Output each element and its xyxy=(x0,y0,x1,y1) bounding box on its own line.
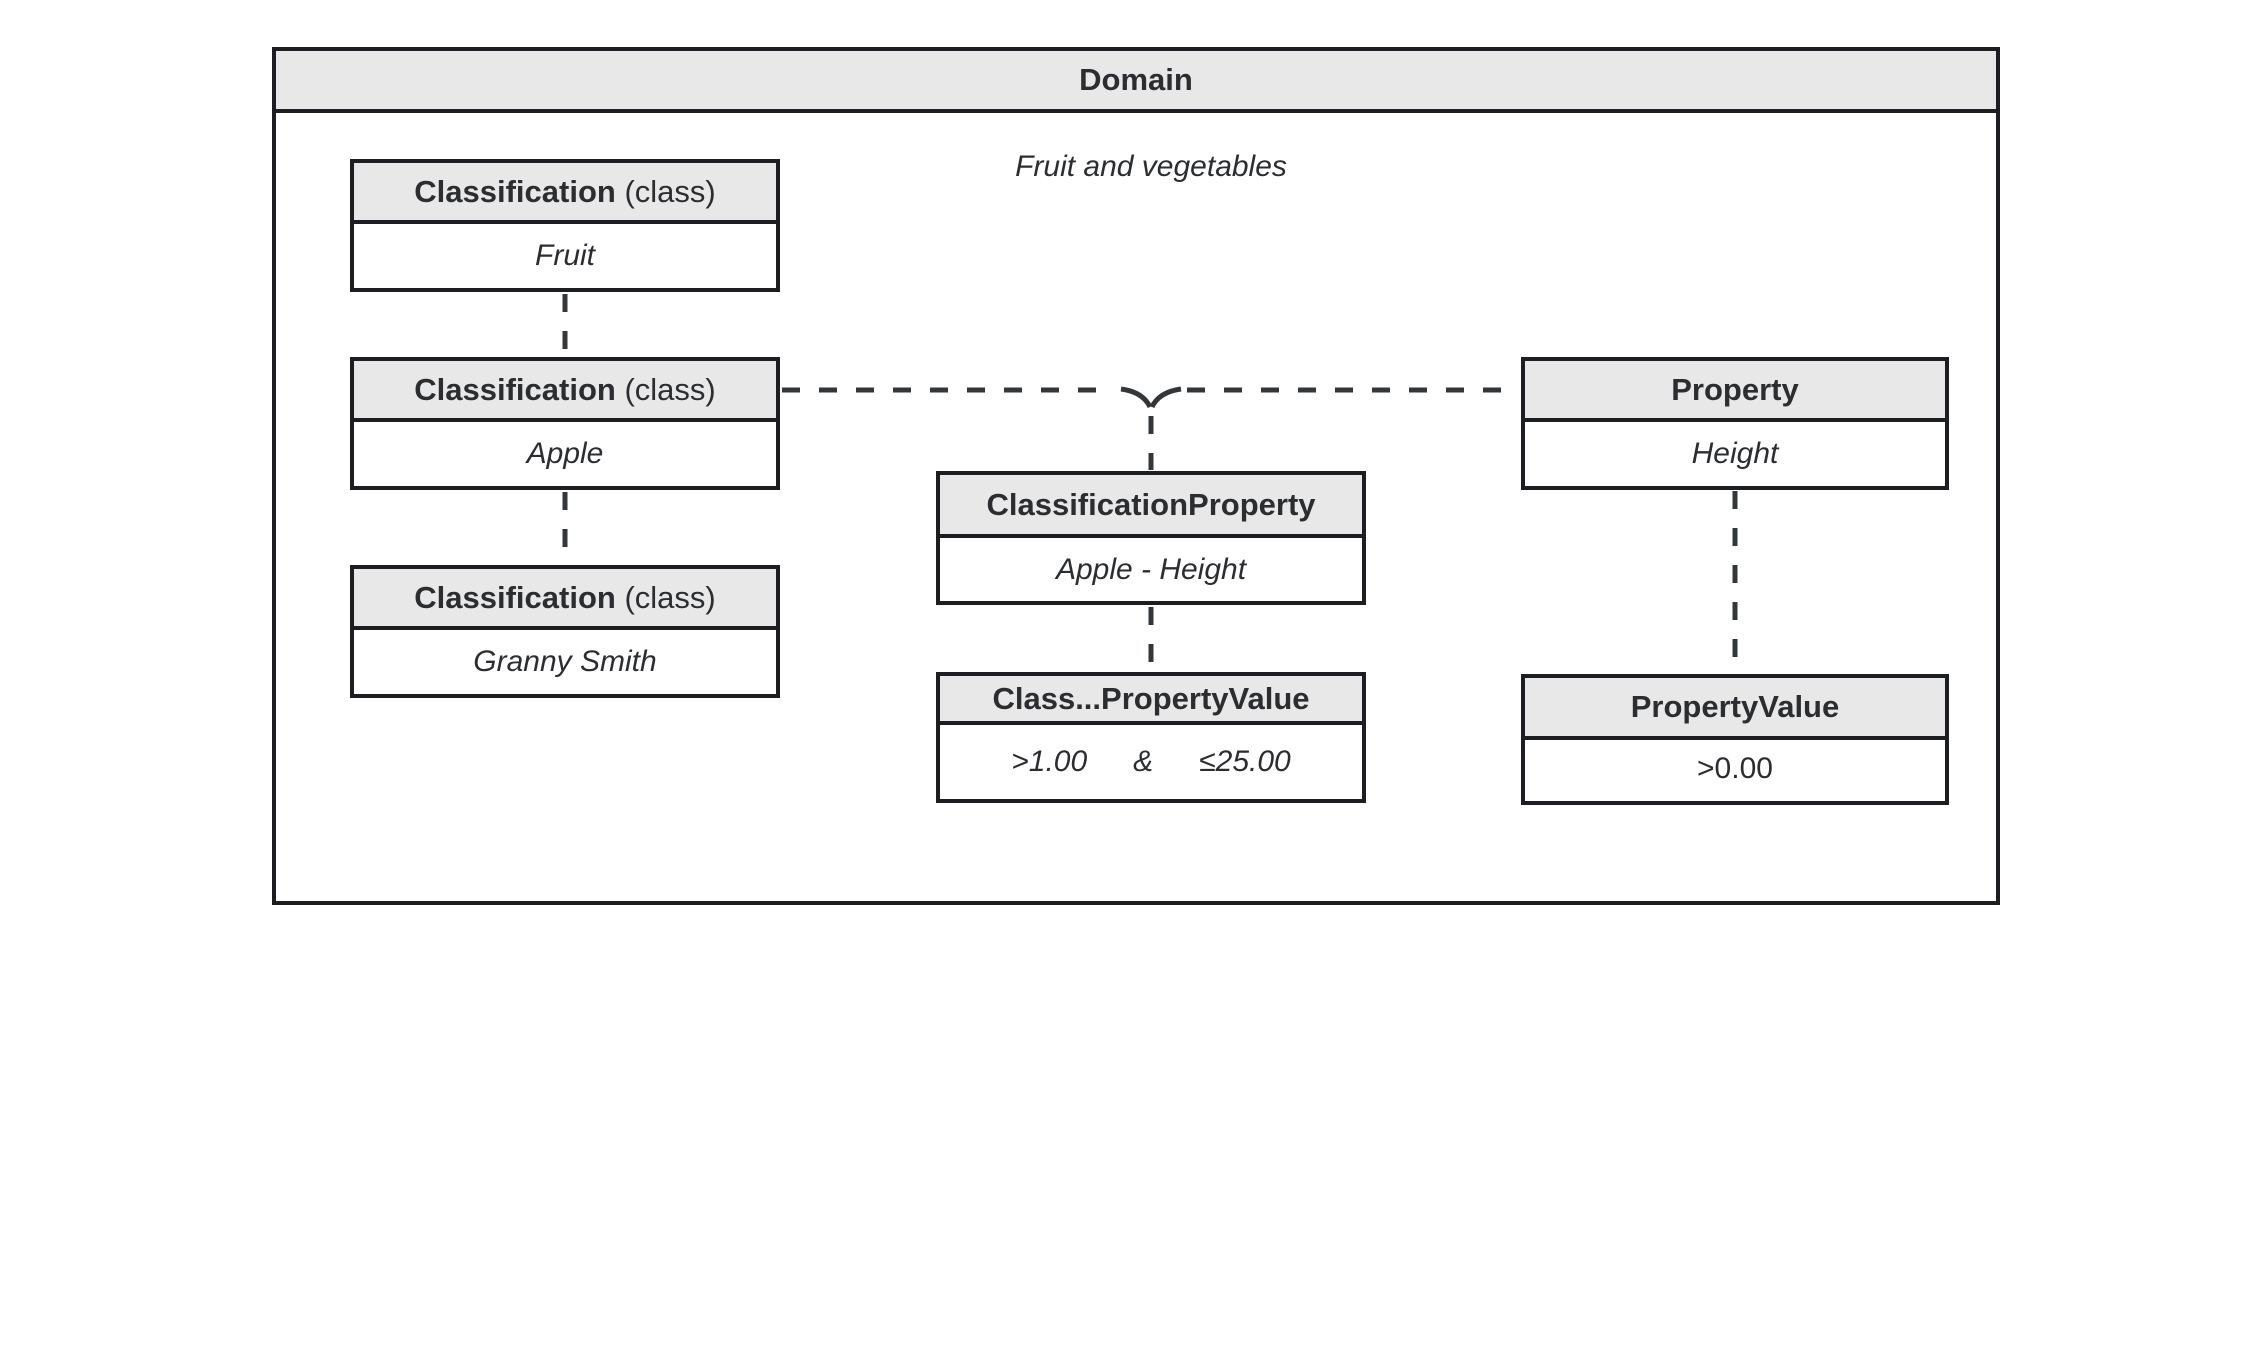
entity-value: Granny Smith xyxy=(473,645,657,678)
entity-classification-property-value: Class...PropertyValue >1.00 & ≤25.00 xyxy=(936,672,1366,803)
entity-header: ClassificationProperty xyxy=(940,475,1362,538)
entity-value: Height xyxy=(1691,437,1779,470)
entity-title: ClassificationProperty xyxy=(986,486,1316,522)
entity-title: PropertyValue xyxy=(1630,689,1840,724)
entity-property-value: PropertyValue >0.00 xyxy=(1521,674,1949,805)
entity-classification-apple: Classification (class) Apple xyxy=(350,357,780,490)
range-upper-bound: ≤25.00 xyxy=(1199,745,1291,778)
entity-title: Classification xyxy=(414,579,616,615)
entity-title: Classification xyxy=(414,173,616,209)
entity-classification-property: ClassificationProperty Apple - Height xyxy=(936,471,1366,605)
domain-title: Domain xyxy=(1079,62,1193,97)
entity-header: Classification (class) xyxy=(354,361,776,422)
range-lower-bound: >1.00 xyxy=(1011,745,1088,778)
entity-header: Classification (class) xyxy=(354,163,776,224)
entity-classification-granny-smith: Classification (class) Granny Smith xyxy=(350,565,780,698)
entity-title-suffix: (class) xyxy=(615,579,716,615)
entity-header: Class...PropertyValue xyxy=(940,676,1362,725)
entity-value: Fruit xyxy=(535,239,595,272)
domain-annotation: Fruit and vegetables xyxy=(1015,150,1287,183)
domain-header: Domain xyxy=(276,51,1996,113)
entity-classification-fruit: Classification (class) Fruit xyxy=(350,159,780,292)
entity-header: Property xyxy=(1525,361,1945,422)
entity-title: Class...PropertyValue xyxy=(992,680,1310,716)
entity-title: Property xyxy=(1671,371,1799,407)
range-ampersand: & xyxy=(1133,745,1154,778)
entity-value: Apple xyxy=(526,437,604,470)
entity-header: PropertyValue xyxy=(1525,678,1945,740)
entity-value: >1.00 & ≤25.00 xyxy=(940,725,1362,799)
entity-title-suffix: (class) xyxy=(615,173,716,209)
entity-property: Property Height xyxy=(1521,357,1949,490)
entity-value: Apple - Height xyxy=(1055,552,1247,586)
entity-header: Classification (class) xyxy=(354,569,776,630)
entity-value: >0.00 xyxy=(1697,751,1773,785)
entity-title: Classification xyxy=(414,371,616,407)
entity-title-suffix: (class) xyxy=(615,371,716,407)
